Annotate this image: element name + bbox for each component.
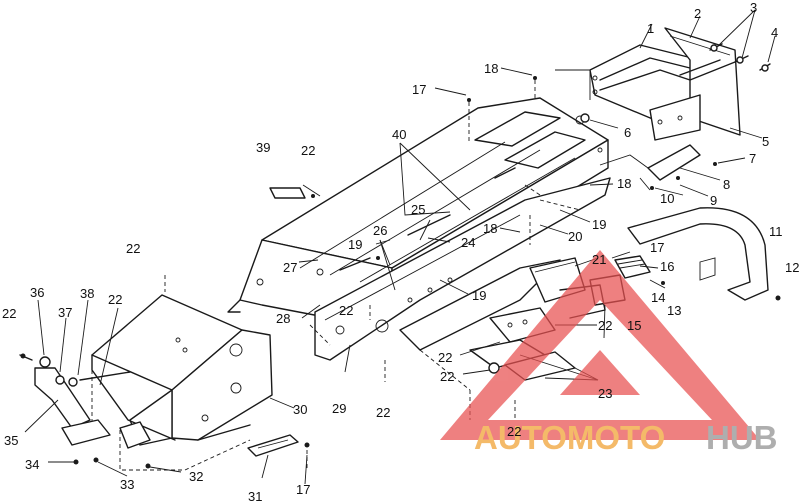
callout-9: 9 [710,193,717,208]
callout-19a: 19 [592,217,606,232]
callout-35: 35 [4,433,18,448]
callout-31: 31 [248,489,262,503]
callout-4: 4 [771,25,778,40]
callout-29: 29 [332,401,346,416]
callout-17c: 17 [296,482,310,497]
callout-37: 37 [58,305,72,320]
front-bulkhead [19,275,273,471]
callout-22b: 22 [126,241,140,256]
callout-40: 40 [392,127,406,142]
callout-30: 30 [293,402,307,417]
callout-6: 6 [624,125,631,140]
callout-16: 16 [660,259,674,274]
callout-22f: 22 [598,318,612,333]
callout-22h: 22 [440,369,454,384]
callout-25: 25 [411,202,425,217]
rear-strap [599,144,717,191]
callout-28: 28 [276,311,290,326]
callout-1: 1 [647,21,654,36]
callout-3: 3 [750,0,757,15]
front-rail-parts [247,434,310,470]
callout-18a: 18 [484,61,498,76]
callout-14: 14 [651,290,665,305]
callout-19c: 19 [472,288,486,303]
callout-13: 13 [667,303,681,318]
callout-27: 27 [283,260,297,275]
callout-39: 39 [256,140,270,155]
callout-22g: 22 [438,350,452,365]
callout-22a: 22 [301,143,315,158]
callout-22c: 22 [108,292,122,307]
callout-36: 36 [30,285,44,300]
callout-17b: 17 [412,82,426,97]
callout-26: 26 [373,223,387,238]
callout-18b: 18 [617,176,631,191]
callout-38: 38 [80,286,94,301]
callout-5: 5 [762,134,769,149]
callout-22d: 22 [2,306,16,321]
callout-23: 23 [598,386,612,401]
callout-22j: 22 [507,424,521,439]
callout-19b: 19 [348,237,362,252]
leader-lines [24,9,776,485]
callout-21: 21 [592,252,606,267]
callout-17a: 17 [650,240,664,255]
callout-20: 20 [568,229,582,244]
callout-18c: 18 [483,221,497,236]
rear-bumper-assembly [555,27,771,141]
callout-10: 10 [660,191,674,206]
callout-11: 11 [769,224,783,239]
callout-24: 24 [461,235,475,250]
callout-32: 32 [189,469,203,484]
callout-22i: 22 [376,405,390,420]
misc-fasteners [269,76,537,271]
callout-15: 15 [627,318,641,333]
callout-8: 8 [723,177,730,192]
callout-2: 2 [694,6,701,21]
callout-7: 7 [749,151,756,166]
callout-22e: 22 [339,303,353,318]
callout-12: 12 [785,260,799,275]
watermark-text-hub: HUB [706,419,778,456]
bumper-bar [627,207,781,301]
callout-34: 34 [25,457,39,472]
watermark-triangle-icon [440,250,760,440]
watermark-text-automoto: AUTOMOTO [474,419,665,456]
callout-33: 33 [120,477,134,492]
watermark: AUTOMOTO HUB [440,250,778,456]
